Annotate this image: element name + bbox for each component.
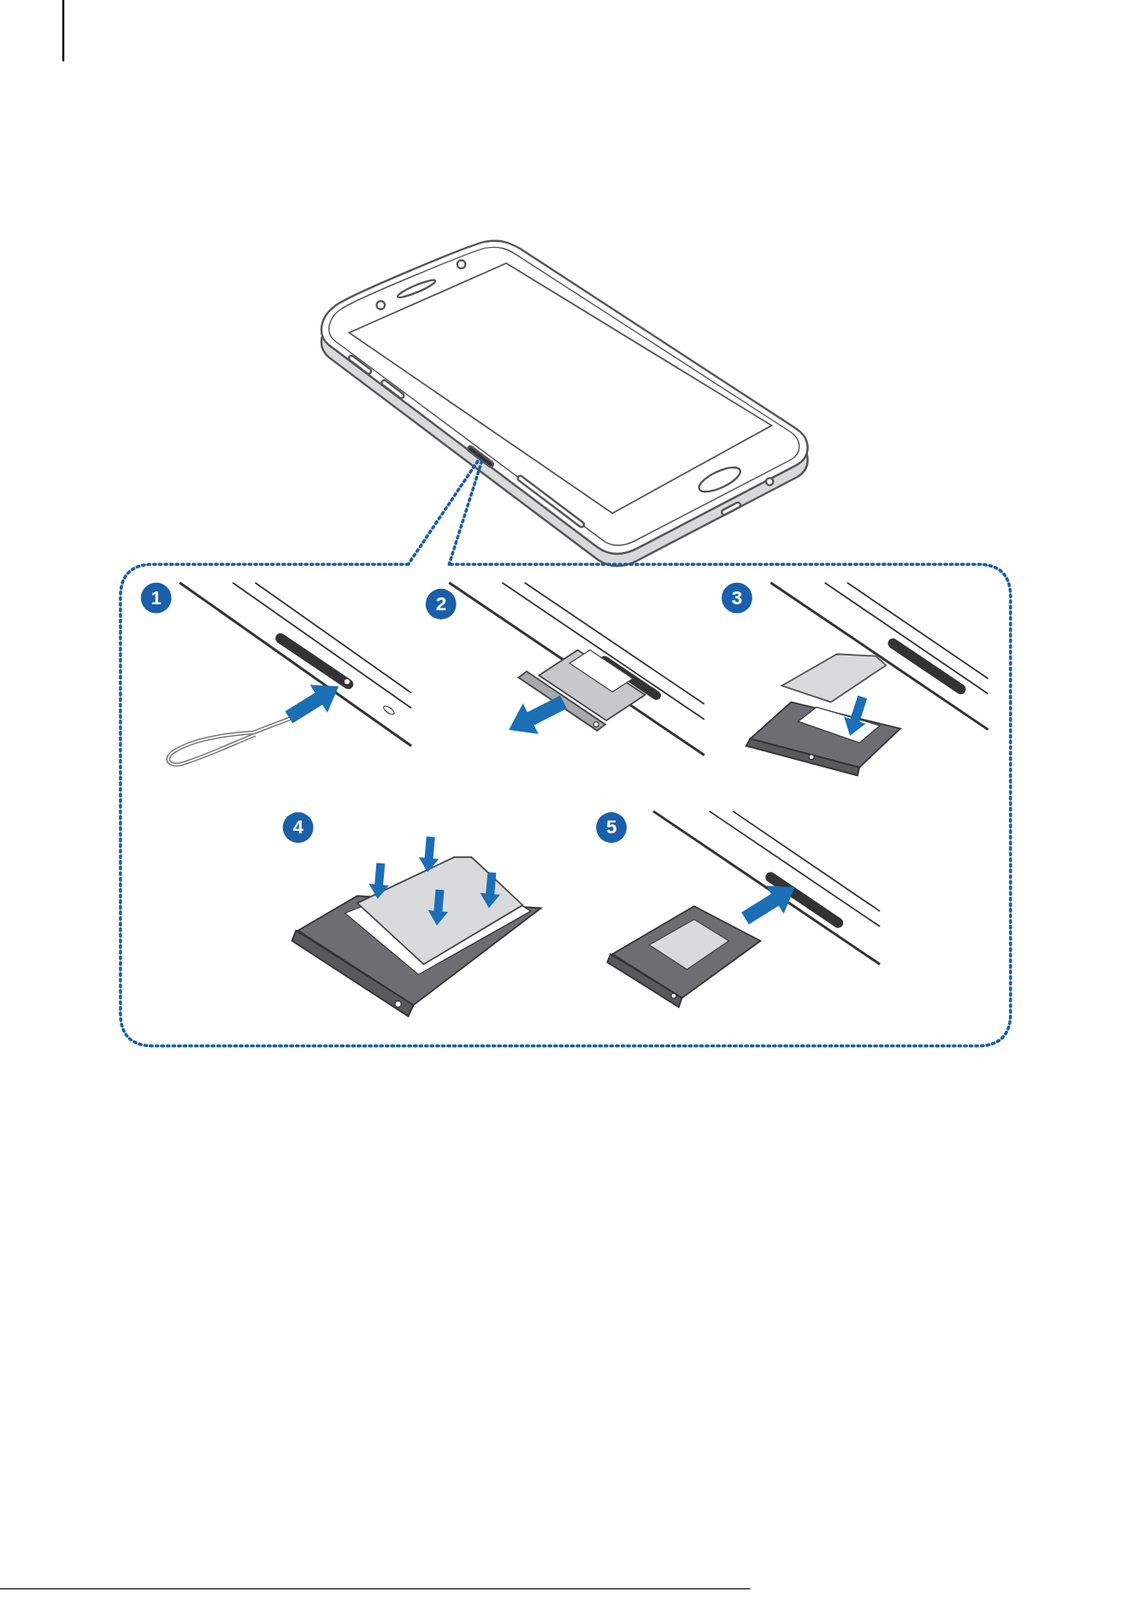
step-1-eject <box>168 716 296 765</box>
detail-frame <box>448 461 482 566</box>
step-1-eject <box>273 631 356 692</box>
callout-number: 3 <box>721 583 753 614</box>
detail-frame <box>120 564 1011 1047</box>
phone-illustration <box>516 475 585 529</box>
phone-illustration <box>695 462 744 497</box>
step-5-insert-tray <box>671 993 677 999</box>
callout-circles <box>283 812 314 844</box>
step-5-insert-tray <box>612 906 761 998</box>
step-3-place-sim <box>885 636 968 697</box>
callout-circles <box>141 583 753 844</box>
page-rule <box>0 1588 750 1590</box>
step-3-place-sim <box>749 701 900 767</box>
step-1-eject <box>254 583 412 694</box>
step-4-press-sim <box>357 857 523 965</box>
callout-circles <box>425 589 457 620</box>
step-4-press-sim <box>395 1001 401 1008</box>
step-2-pull-tray <box>501 687 572 746</box>
step-5-insert-tray <box>709 811 880 927</box>
callout-circles <box>595 812 627 844</box>
phone-illustration <box>395 277 437 301</box>
step-1-eject <box>168 583 412 766</box>
callout-number: 5 <box>595 812 627 844</box>
step-2-pull-tray <box>448 583 704 756</box>
phone-illustration <box>380 379 405 400</box>
step-4-press-sim <box>367 862 391 901</box>
step-2-pull-tray <box>569 650 633 693</box>
step-4-press-sim <box>426 889 450 927</box>
step-2-pull-tray <box>593 722 599 728</box>
detail-frame <box>408 461 478 566</box>
callout-circles <box>141 583 172 614</box>
step-1-eject <box>382 704 396 716</box>
step-3-place-sim <box>798 707 881 743</box>
callout-number: 1 <box>141 583 172 614</box>
step-3-place-sim <box>746 583 989 777</box>
phone-illustration <box>329 247 800 546</box>
phone-illustration <box>766 477 773 485</box>
step-1-eject <box>280 672 348 732</box>
step-4-press-sim <box>478 872 502 910</box>
step-5-insert-tray <box>648 919 729 970</box>
step-4-press-sim <box>291 836 541 1017</box>
callout-number: 4 <box>283 812 314 844</box>
step-5-insert-tray <box>607 811 880 1008</box>
step-3-place-sim <box>838 693 873 740</box>
page-rule <box>0 0 750 1590</box>
phone-illustration <box>720 501 742 516</box>
step-3-place-sim <box>808 754 814 761</box>
step-1-eject <box>179 583 412 747</box>
step-3-place-sim <box>746 738 861 776</box>
phone-illustration <box>348 263 772 513</box>
callout-number: 2 <box>425 589 457 620</box>
step-4-press-sim <box>291 931 413 1017</box>
step-4-press-sim <box>418 836 442 874</box>
step-2-pull-tray <box>448 583 704 756</box>
step-5-insert-tray <box>607 954 682 1008</box>
callout-circles <box>721 583 753 614</box>
phone-illustration <box>347 354 372 375</box>
page-rule <box>62 0 65 62</box>
phone-illustration <box>321 241 808 555</box>
step-3-place-sim <box>782 654 887 702</box>
phone-illustration <box>321 241 808 566</box>
phone-illustration <box>457 259 466 269</box>
step-2-pull-tray <box>448 583 704 756</box>
step-2-pull-tray <box>524 583 705 705</box>
detail-frame <box>120 461 1011 1047</box>
phone-illustration <box>377 300 386 310</box>
step-1-eject <box>179 583 412 747</box>
step-1-eject <box>168 716 296 765</box>
step-1-eject <box>343 678 350 685</box>
step-5-insert-tray <box>736 873 804 933</box>
